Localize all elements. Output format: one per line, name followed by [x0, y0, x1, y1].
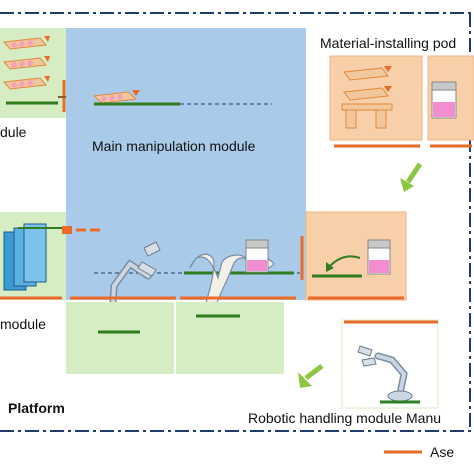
robot-panel-left — [66, 302, 174, 374]
green-arrow-return-icon — [298, 364, 324, 388]
material-tray-stack-icon — [341, 66, 393, 129]
main-module-label: Main manipulation module — [92, 138, 256, 154]
station-arrow-head — [326, 262, 334, 272]
robot-panel-right — [176, 302, 284, 374]
robotic-handling-label: Robotic handling module Manu — [248, 410, 442, 426]
material-pod-label: Material-installing pod — [320, 35, 457, 51]
left-pod-connector — [62, 226, 72, 234]
storage-trays-icon — [3, 36, 50, 90]
platform-label: Platform — [8, 400, 65, 416]
left-bottom-module-label: module — [0, 316, 46, 332]
left-top-module-label: dule — [0, 124, 27, 140]
station-vial-icon — [367, 239, 391, 275]
left-pod-boxes-icon — [3, 223, 47, 291]
main-module-tray-icon — [92, 90, 140, 104]
station-transfer-arrow — [329, 255, 361, 267]
main-vial-icon — [245, 239, 269, 273]
material-vial-icon — [431, 81, 457, 119]
green-arrow-down-icon — [400, 162, 423, 192]
main-module-panel — [66, 28, 306, 300]
legend-label: Ase — [430, 444, 455, 460]
